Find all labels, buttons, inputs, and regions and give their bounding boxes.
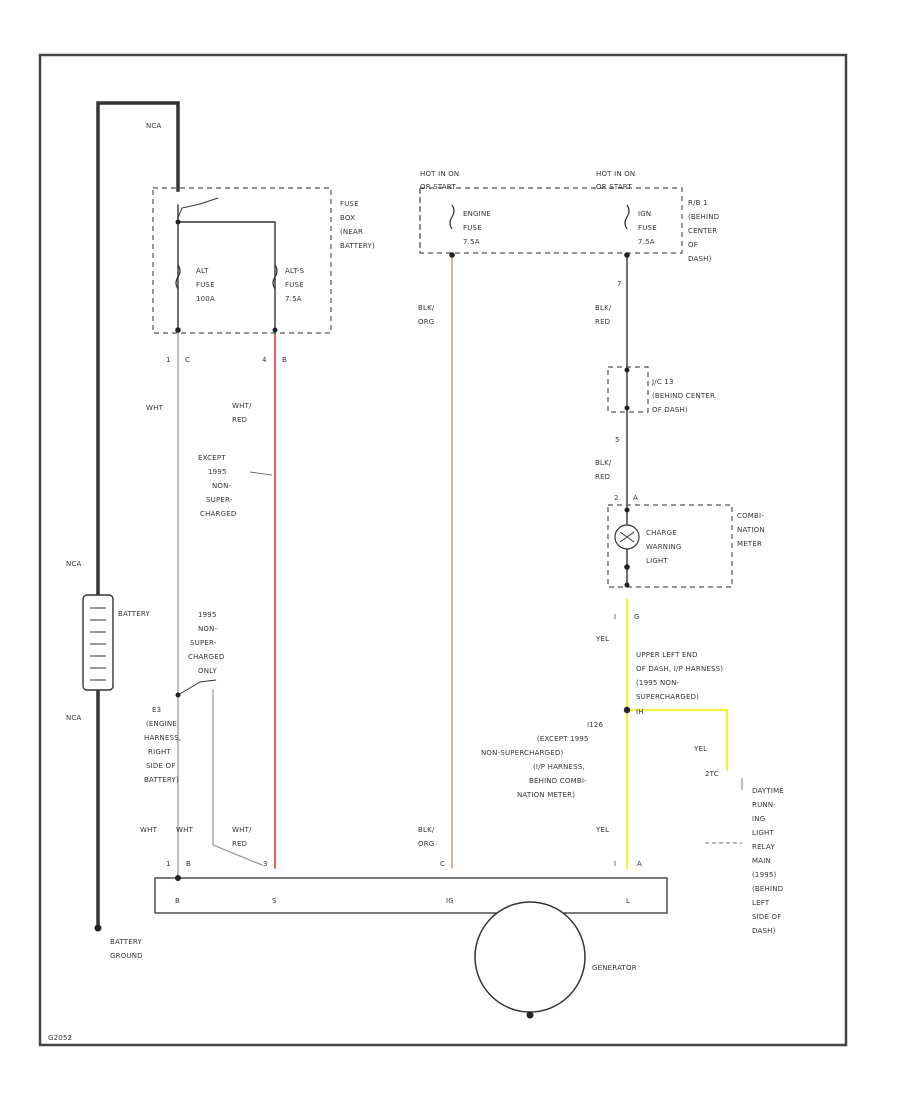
pin-b-label: B xyxy=(282,356,287,364)
blk-red-label-1: BLK/RED xyxy=(595,304,612,326)
pin-4-label: 4 xyxy=(262,356,267,364)
nca-mid-label: NCA xyxy=(66,560,82,568)
lamp-filament-icon xyxy=(619,531,635,543)
pin-a-label: A xyxy=(633,494,638,502)
generator-label: GENERATOR xyxy=(592,964,637,972)
alts-fuse-wire xyxy=(177,221,276,331)
blk-org-label-2: BLK/ORG xyxy=(418,826,435,848)
combination-meter-outline xyxy=(607,504,733,588)
wht-red-label-1: WHT/RED xyxy=(232,402,252,424)
tc-connector-label: 2TC xyxy=(705,770,719,778)
splice-dots xyxy=(94,219,631,1019)
gen-pin-i-label: I xyxy=(614,860,616,868)
pin-g-label: G xyxy=(634,613,640,621)
yel-label-4: YEL xyxy=(595,826,609,834)
gen-terminal-s: S xyxy=(272,897,277,905)
pin-5-label: 5 xyxy=(615,436,620,444)
i126-label: I126(EXCEPT 1995 NON-SUPERCHARGED)(I/P H… xyxy=(481,721,604,799)
reference-code: G2052 xyxy=(48,1034,72,1042)
wht-branch-wire xyxy=(212,689,263,866)
gen-pin-a-label: A xyxy=(637,860,642,868)
jc13-outline xyxy=(607,366,649,413)
fuse-box-switch xyxy=(177,197,219,219)
wht-red-label-2: WHT/RED xyxy=(232,826,252,848)
battery-symbol xyxy=(82,594,114,691)
blk-red-label-2: BLK/RED xyxy=(595,459,612,481)
nca-top-label: NCA xyxy=(146,122,162,130)
pin-i-label: I xyxy=(614,613,616,621)
wht-label-3: WHT xyxy=(176,826,194,834)
jc13-label: J/C 13(BEHIND CENTER OF DASH) xyxy=(651,378,717,414)
generator-symbol xyxy=(474,901,586,1013)
engine-fuse-symbol xyxy=(449,204,455,230)
combination-meter-label: COMBI-NATION METER xyxy=(737,512,767,548)
yel-branch-wire xyxy=(625,708,729,772)
gen-terminal-b: B xyxy=(175,897,180,905)
battery-cells xyxy=(90,607,106,681)
ih-connector-label: IH xyxy=(636,708,644,716)
pin-c-label: C xyxy=(185,356,190,364)
alts-fuse-symbol xyxy=(272,264,278,290)
yel-label-2: YEL xyxy=(693,745,707,753)
pin-2-label: 2 xyxy=(614,494,619,502)
gen-pin-c-label: C xyxy=(440,860,445,868)
yel-label-1: YEL xyxy=(595,635,609,643)
blk-org-label-1: BLK/ORG xyxy=(418,304,435,326)
gen-pin-b-label: B xyxy=(186,860,191,868)
pin-7-label: 7 xyxy=(617,280,622,288)
except-pointer xyxy=(249,471,273,476)
gen-terminal-l: L xyxy=(626,897,630,905)
gen-pin-1-label: 1 xyxy=(166,860,171,868)
fuse-box-outline xyxy=(152,187,332,334)
wht-label-2: WHT xyxy=(140,826,158,834)
generator-terminal-block xyxy=(154,877,668,914)
ign-fuse-symbol xyxy=(624,204,630,230)
battery-label: BATTERY xyxy=(118,610,151,618)
diagram-frame xyxy=(38,53,848,1047)
hot-fuse-block-outline xyxy=(419,187,683,254)
nca-low-label: NCA xyxy=(66,714,82,722)
wht-label-1: WHT xyxy=(146,404,164,412)
battery-cable-nca-upper xyxy=(96,101,180,597)
gen-pin-3-label: 3 xyxy=(263,860,268,868)
pin-1-label: 1 xyxy=(166,356,171,364)
alt-fuse-symbol xyxy=(175,264,181,290)
gen-terminal-ig: IG xyxy=(446,897,454,905)
non-super-switch xyxy=(177,679,217,696)
